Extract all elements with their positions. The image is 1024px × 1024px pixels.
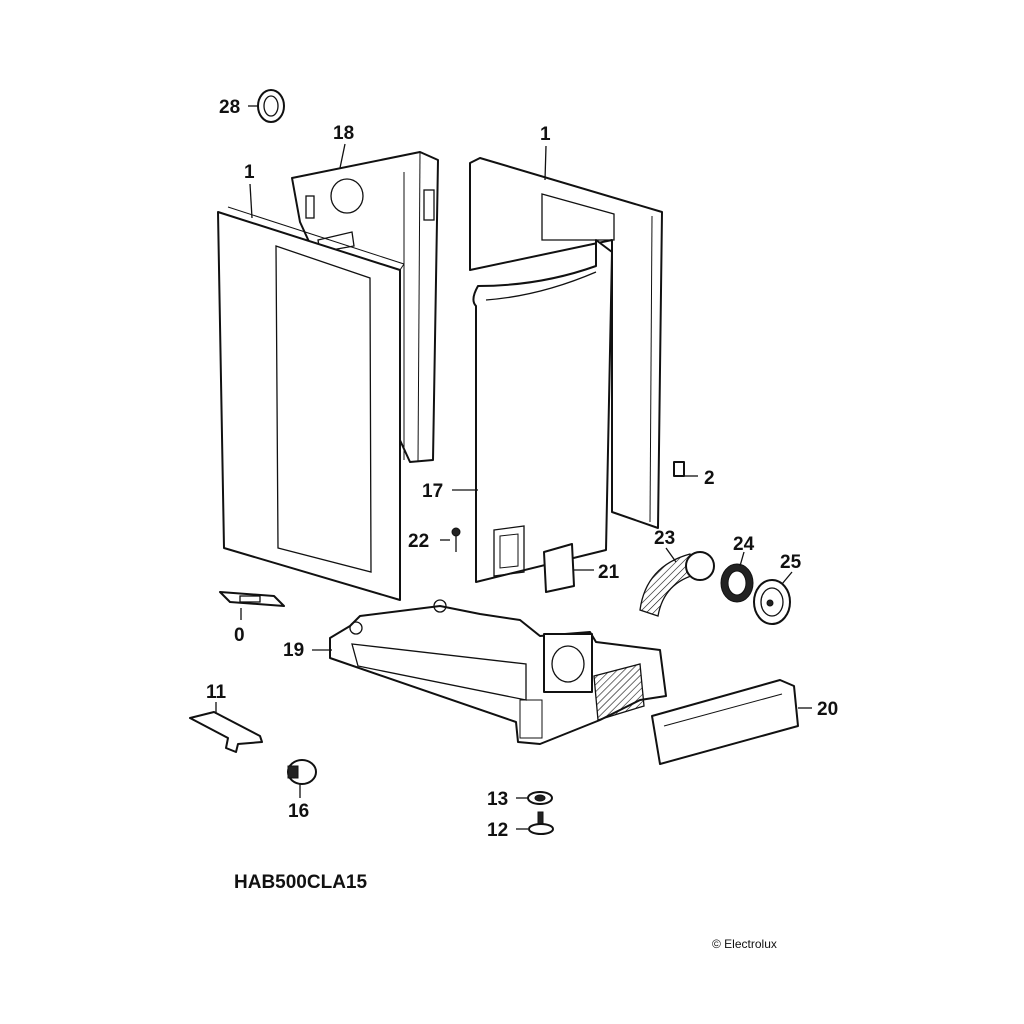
part-28-grommet — [248, 89, 285, 123]
part-23-hose — [639, 547, 715, 617]
part-1-left-side-panel — [217, 183, 405, 601]
part-16-foot — [287, 759, 317, 798]
part-21-flap — [543, 543, 594, 593]
part-19-base-frame — [312, 599, 667, 745]
callout-12: 12 — [487, 820, 508, 841]
callout-24: 24 — [733, 534, 755, 555]
callout-0: 0 — [234, 625, 245, 646]
callout-21: 21 — [598, 562, 620, 583]
part-22-screw — [440, 527, 461, 552]
copyright-notice: © Electrolux — [712, 937, 777, 951]
part-1-right-side-panel — [469, 145, 663, 529]
callout-20: 20 — [817, 699, 838, 720]
part-25-connector-cap — [753, 571, 793, 625]
callout-23: 23 — [654, 528, 675, 549]
callout-16: 16 — [288, 801, 309, 822]
callout-1-left: 1 — [244, 162, 255, 183]
callout-19: 19 — [283, 640, 304, 661]
callout-1-right: 1 — [540, 124, 551, 145]
callout-11: 11 — [206, 682, 227, 703]
part-12-foot-screw — [516, 811, 554, 835]
model-code: HAB500CLA15 — [234, 872, 368, 893]
callout-2: 2 — [704, 468, 715, 489]
callout-17: 17 — [422, 481, 443, 502]
callout-25: 25 — [780, 552, 802, 573]
callout-28: 28 — [219, 97, 240, 118]
callout-13: 13 — [487, 789, 508, 810]
part-2-clip — [673, 461, 698, 477]
part-13-washer — [516, 791, 553, 805]
part-17-front-cover — [452, 239, 613, 583]
part-11-bracket — [189, 702, 263, 753]
part-24-seal-ring — [720, 551, 754, 603]
callout-22: 22 — [408, 531, 429, 552]
callout-18: 18 — [333, 123, 354, 144]
part-0-label-plate — [219, 591, 285, 620]
part-20-front-plinth — [651, 679, 812, 765]
